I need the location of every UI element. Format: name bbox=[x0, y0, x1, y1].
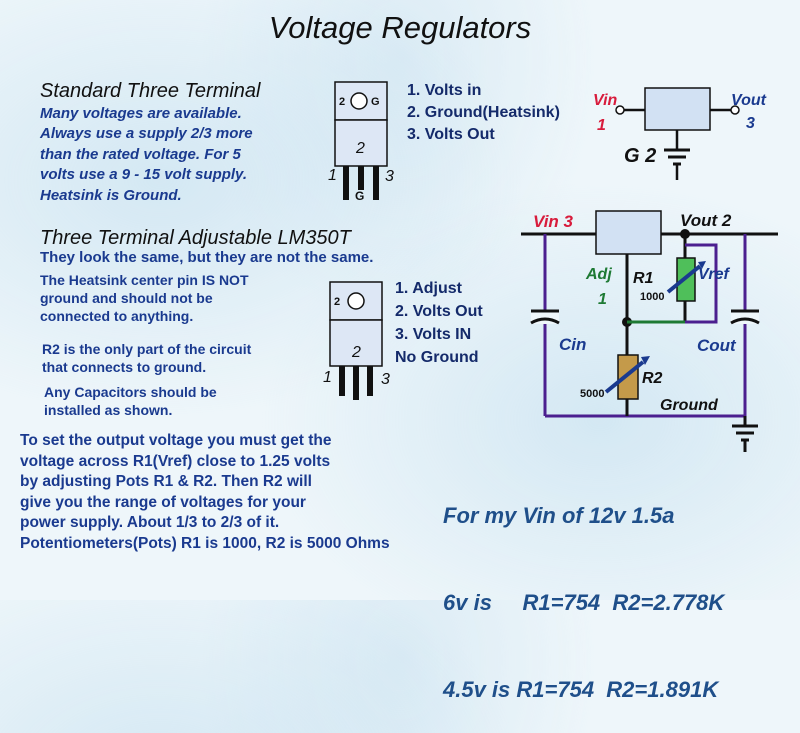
text-line: The Heatsink center pin IS NOT bbox=[40, 272, 249, 288]
text-line: power supply. About 1/3 to 2/3 of it. bbox=[20, 514, 280, 531]
output-terminal-icon bbox=[730, 105, 740, 115]
vout-label: Vout 2 bbox=[680, 211, 732, 230]
text-line: give you the range of voltages for your bbox=[20, 493, 306, 511]
r1-value-label: 1000 bbox=[640, 291, 664, 303]
standard-regulator-schematic: Vin 1 Vout 3 G 2 bbox=[593, 87, 767, 180]
lead-right bbox=[367, 366, 373, 396]
adjustable-regulator-package: 2 2 1 3 bbox=[323, 281, 390, 400]
adjustable-note-capacitors: Any Capacitors should be installed as sh… bbox=[44, 383, 217, 419]
text-line: Heatsink is Ground. bbox=[40, 186, 182, 204]
adjustable-note-r2: R2 is the only part of the circuit that … bbox=[42, 340, 251, 376]
adjustable-pin-list: 1. Adjust 2. Volts Out 3. Volts IN No Gr… bbox=[395, 277, 483, 369]
adjustable-regulator-circuit: Vin 3 Vout 2 Adj 1 R1 1000 Vref Cin Cout… bbox=[521, 210, 778, 452]
r2-value-label: 5000 bbox=[580, 388, 604, 400]
lead-left bbox=[339, 366, 345, 396]
cin-label: Cin bbox=[559, 335, 586, 354]
right-lead-label: 3 bbox=[381, 371, 390, 388]
mounting-hole-icon bbox=[347, 292, 365, 310]
r1-label: R1 bbox=[633, 270, 654, 287]
input-terminal-icon bbox=[615, 105, 625, 115]
body-pin-label: 2 bbox=[355, 140, 365, 157]
text-line: To set the output voltage you must get t… bbox=[20, 432, 332, 449]
pin-item: 2. Volts Out bbox=[395, 303, 483, 320]
text-line: R2 is the only part of the circuit bbox=[42, 341, 252, 357]
text-line: Always use a supply 2/3 more bbox=[40, 125, 253, 143]
pin-item: 2. Ground(Heatsink) bbox=[407, 104, 560, 121]
text-line: connected to anything. bbox=[40, 308, 194, 324]
text-line: Any Capacitors should be bbox=[44, 384, 217, 400]
vout-pin-label: 3 bbox=[746, 115, 755, 132]
tab-pin-label: 2 bbox=[334, 296, 340, 308]
vin-label: Vin bbox=[593, 92, 618, 109]
right-lead-label: 3 bbox=[385, 168, 394, 185]
lead-center bbox=[353, 366, 359, 400]
text-line: Many voltages are available. bbox=[40, 105, 242, 122]
pin-item: No Ground bbox=[395, 349, 479, 366]
r2-label: R2 bbox=[642, 370, 663, 387]
left-lead-label: 1 bbox=[328, 167, 337, 184]
diagram-canvas: 2 G 2 1 3 G 2 2 1 3 Vin 1 Vout 3 G 2 bbox=[323, 81, 778, 452]
vref-wire bbox=[685, 243, 718, 324]
page-title: Voltage Regulators bbox=[268, 10, 532, 45]
r1-wiper-icon bbox=[666, 264, 702, 294]
regulator-block bbox=[644, 87, 711, 131]
lead-left bbox=[343, 166, 349, 200]
lead-right bbox=[373, 166, 379, 200]
vout-label: Vout bbox=[731, 92, 767, 109]
result-line: For my Vin of 12v 1.5a bbox=[443, 503, 675, 528]
result-line: 4.5v is R1=754 R2=1.891K bbox=[443, 677, 719, 702]
adjustable-note-heatsink: The Heatsink center pin IS NOT ground an… bbox=[40, 271, 249, 325]
text-line: ground and should not be bbox=[40, 290, 213, 306]
text-line: volts use a 9 - 15 volt supply. bbox=[40, 166, 248, 184]
text-line: than the rated voltage. For 5 bbox=[40, 145, 241, 163]
pin-item: 1. Adjust bbox=[395, 280, 462, 297]
lead-center bbox=[358, 166, 364, 190]
adjustable-heading: Three Terminal Adjustable LM350T bbox=[40, 227, 351, 249]
text-line: that connects to ground. bbox=[42, 359, 207, 375]
ground-label: Ground bbox=[660, 397, 719, 414]
text-line: voltage across R1(Vref) close to 1.25 vo… bbox=[20, 452, 331, 470]
pin-item: 3. Volts Out bbox=[407, 126, 495, 143]
standard-regulator-package: 2 G 2 1 3 G bbox=[328, 81, 394, 203]
vin-label: Vin 3 bbox=[533, 212, 574, 231]
package-body bbox=[329, 319, 383, 367]
adjustable-regulator-block bbox=[595, 210, 662, 255]
text-line: installed as shown. bbox=[44, 402, 173, 418]
r2-potentiometer bbox=[617, 354, 639, 400]
pin-item: 3. Volts IN bbox=[395, 326, 472, 343]
standard-heading: Standard Three Terminal bbox=[40, 80, 261, 102]
adjustable-subtitle: They look the same, but they are not the… bbox=[40, 249, 374, 266]
left-lead-label: 1 bbox=[323, 369, 332, 386]
cout-label: Cout bbox=[697, 336, 737, 355]
standard-pin-list: 1. Volts in 2. Ground(Heatsink) 3. Volts… bbox=[407, 80, 560, 146]
standard-description: Many voltages are available. Always use … bbox=[40, 104, 253, 206]
vref-label: Vref bbox=[698, 266, 731, 283]
instructions-paragraph: To set the output voltage you must get t… bbox=[20, 431, 390, 554]
ground-pin-label: G 2 bbox=[624, 145, 656, 167]
vin-pin-label: 1 bbox=[597, 117, 606, 134]
r2-wiper-icon bbox=[604, 360, 645, 394]
adj-pin-label: 1 bbox=[598, 291, 607, 308]
tab-ground-label: G bbox=[371, 96, 380, 108]
center-lead-label: G bbox=[355, 189, 364, 203]
text-line: by adjusting Pots R1 & R2. Then R2 will bbox=[20, 473, 312, 490]
body-pin-label: 2 bbox=[351, 344, 361, 361]
text-line: Potentiometers(Pots) R1 is 1000, R2 is 5… bbox=[20, 534, 390, 552]
mounting-hole-icon bbox=[350, 92, 368, 110]
adj-label: Adj bbox=[585, 266, 612, 283]
tab-pin-label: 2 bbox=[339, 96, 345, 108]
pin-item: 1. Volts in bbox=[407, 82, 482, 99]
